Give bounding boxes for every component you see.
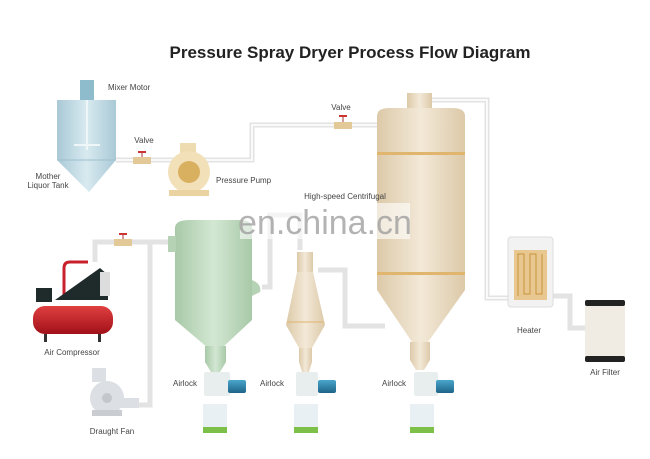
- heater-label: Heater: [517, 326, 541, 335]
- watermark-backdrop: [240, 203, 410, 239]
- mother-liquor-tank: [57, 80, 116, 192]
- draught-fan-label: Draught Fan: [90, 427, 134, 436]
- airlock-label: Airlock: [382, 379, 407, 388]
- air-filter-icon: [585, 300, 625, 362]
- valve-label: Valve: [134, 136, 154, 145]
- heater-icon: [507, 236, 554, 308]
- diagram-title: Pressure Spray Dryer Process Flow Diagra…: [170, 43, 531, 62]
- airlock-icon: [410, 372, 454, 433]
- air-compressor-label: Air Compressor: [44, 348, 100, 357]
- watermark: en.china.cn: [238, 204, 412, 242]
- pressure-pump-label: Pressure Pump: [216, 176, 272, 185]
- mother-liquor-tank-label-2: Liquor Tank: [27, 181, 69, 190]
- valve-label: Valve: [331, 103, 351, 112]
- mixer-motor-label: Mixer Motor: [108, 83, 151, 92]
- high-speed-centrifugal-label: High-speed Centrifugal: [304, 192, 386, 201]
- airlock-icon: [294, 372, 336, 433]
- air-compressor-icon: [33, 260, 113, 342]
- mother-liquor-tank-label-1: Mother: [36, 172, 61, 181]
- valve-icon[interactable]: [114, 233, 132, 246]
- airlock-label: Airlock: [260, 379, 285, 388]
- primary-cyclone: [168, 220, 261, 372]
- pressure-pump-icon: [168, 143, 210, 196]
- draught-fan-icon: [90, 368, 139, 416]
- air-filter-label: Air Filter: [590, 368, 620, 377]
- drying-tower: [377, 93, 465, 370]
- valve-icon[interactable]: [334, 115, 352, 129]
- airlock-label: Airlock: [173, 379, 198, 388]
- valve-icon[interactable]: [133, 151, 151, 164]
- airlock-icon: [203, 372, 246, 433]
- high-speed-centrifugal-cyclone: [286, 252, 325, 372]
